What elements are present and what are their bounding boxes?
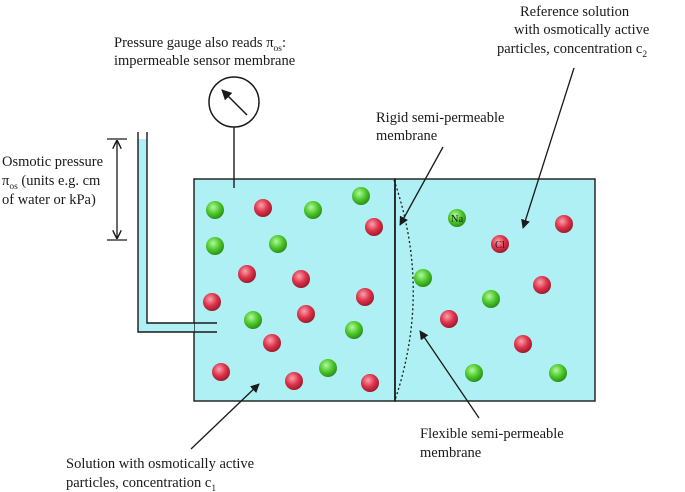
solution-arrow — [190, 383, 260, 450]
reference-solution-arrow — [521, 67, 575, 229]
reference-label-line1: Reference solution — [520, 4, 630, 20]
particle-red — [212, 363, 230, 381]
reference-label-line3: particles, concentration c2 — [497, 41, 647, 60]
osmotic-label-line1: Osmotic pressure — [2, 154, 103, 170]
particle-red — [297, 305, 315, 323]
particle-red — [361, 374, 379, 392]
rigid-label-line2: membrane — [376, 128, 437, 144]
osmotic-label-line3: of water or kPa) — [2, 192, 96, 208]
particle-green — [304, 201, 322, 219]
particle-green — [465, 364, 483, 382]
particle-red — [533, 276, 551, 294]
particle-red — [365, 218, 383, 236]
rigid-label-line1: Rigid semi-permeable — [376, 110, 504, 126]
particle-red — [285, 372, 303, 390]
height-dimension — [107, 138, 127, 241]
particle-red — [356, 288, 374, 306]
pressure-gauge — [208, 76, 260, 188]
reference-label-line2: with osmotically active — [514, 22, 649, 38]
flexible-membrane — [393, 179, 414, 401]
particle-red — [292, 270, 310, 288]
solution-label-line2: particles, concentration c1 — [66, 475, 216, 492]
gauge-label-line1: Pressure gauge also reads πos: — [114, 35, 286, 54]
na-ion-label: Na — [451, 214, 464, 225]
right-particles: Na Cl — [414, 209, 573, 382]
particle-red — [440, 310, 458, 328]
cl-ion-label: Cl — [495, 240, 505, 251]
rigid-membrane-arrow — [399, 146, 444, 226]
solution-label-line1: Solution with osmotically active — [66, 456, 254, 472]
particle-red — [263, 334, 281, 352]
particle-green — [206, 201, 224, 219]
particle-green — [319, 359, 337, 377]
left-particles — [203, 187, 383, 392]
flexible-label-line1: Flexible semi-permeable — [420, 426, 564, 442]
particle-green — [206, 237, 224, 255]
particle-red — [238, 265, 256, 283]
particle-green — [549, 364, 567, 382]
particle-red-cl — [491, 235, 509, 253]
gauge-label-line2: impermeable sensor membrane — [114, 53, 295, 69]
particle-green — [244, 311, 262, 329]
gauge-needle — [221, 89, 248, 116]
particle-green-na — [448, 209, 466, 227]
particle-green — [352, 187, 370, 205]
flexible-label-line2: membrane — [420, 445, 481, 461]
particle-red — [203, 293, 221, 311]
capillary-tube — [137, 132, 217, 333]
osmotic-label-line2: πos (units e.g. cm — [2, 173, 101, 192]
particle-red — [555, 215, 573, 233]
particle-green — [482, 290, 500, 308]
flexible-membrane-arrow — [419, 330, 480, 419]
particle-red — [254, 199, 272, 217]
particle-red — [514, 335, 532, 353]
particle-green — [345, 321, 363, 339]
particle-green — [269, 235, 287, 253]
particle-green — [414, 269, 432, 287]
